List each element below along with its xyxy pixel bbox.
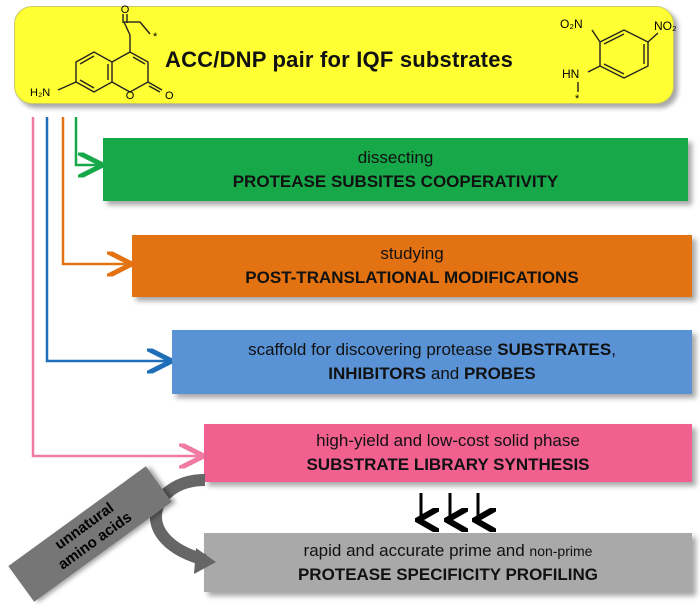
box-green-line2: PROTEASE SUBSITES COOPERATIVITY <box>232 171 559 191</box>
blue-arrow <box>45 117 167 361</box>
green-arrow <box>74 117 98 165</box>
box-post-translational: studying POST-TRANSLATIONAL MODIFICATION… <box>132 235 692 297</box>
box-specificity-profiling: rapid and accurate prime and non-prime P… <box>204 533 692 592</box>
dnp-nh: HN <box>562 67 579 81</box>
gray-non-prime: non-prime <box>529 542 593 559</box>
acc-oxo-top: O <box>121 4 130 16</box>
box-library-synthesis: high-yield and low-cost solid phase SUBS… <box>204 424 692 482</box>
acc-structure <box>57 14 163 93</box>
blue-inhibitors: INHIBITORS <box>328 364 427 383</box>
box-blue-line1: scaffold for discovering protease SUBSTR… <box>172 338 692 362</box>
curved-gray-arrowhead <box>194 548 216 574</box>
dnp-no2-left: O₂N <box>560 17 583 31</box>
orange-arrow <box>61 117 127 264</box>
acc-oxo-right: O <box>165 90 174 102</box>
blue-comma: , <box>611 340 616 359</box>
box-orange-line2: POST-TRANSLATIONAL MODIFICATIONS <box>245 268 579 287</box>
box-gray-line2: PROTEASE SPECIFICITY PROFILING <box>297 564 599 584</box>
blue-substrates: SUBSTRATES <box>497 340 612 359</box>
acc-amine: H₂N <box>30 87 50 99</box>
box-orange-line1: studying <box>380 244 444 263</box>
dnp-no2-right: NO₂ <box>654 19 677 33</box>
acc-ring-oxygen: O <box>126 90 135 102</box>
box-subsites-cooperativity: dissecting PROTEASE SUBSITES COOPERATIVI… <box>103 138 688 201</box>
box-blue-line2: INHIBITORS and PROBES <box>172 362 692 386</box>
box-pink-line1: high-yield and low-cost solid phase <box>316 431 580 450</box>
dnp-star: * <box>575 93 580 105</box>
pink-arrow <box>31 117 199 456</box>
blue-line1-text: scaffold for discovering protease <box>248 340 498 359</box>
box-pink-line2: SUBSTRATE LIBRARY SYNTHESIS <box>306 455 590 474</box>
header-title: ACC/DNP pair for IQF substrates <box>165 47 514 72</box>
blue-and: and <box>426 364 464 383</box>
dnp-structure <box>577 29 659 92</box>
box-green-line1: dissecting <box>357 147 434 167</box>
blue-probes: PROBES <box>463 364 536 383</box>
box-scaffold: scaffold for discovering protease SUBSTR… <box>172 330 692 394</box>
gray-line1-text: rapid and accurate prime and <box>303 540 530 560</box>
acc-star: * <box>153 31 158 43</box>
box-gray-line1: rapid and accurate prime and non-prime <box>204 539 692 563</box>
